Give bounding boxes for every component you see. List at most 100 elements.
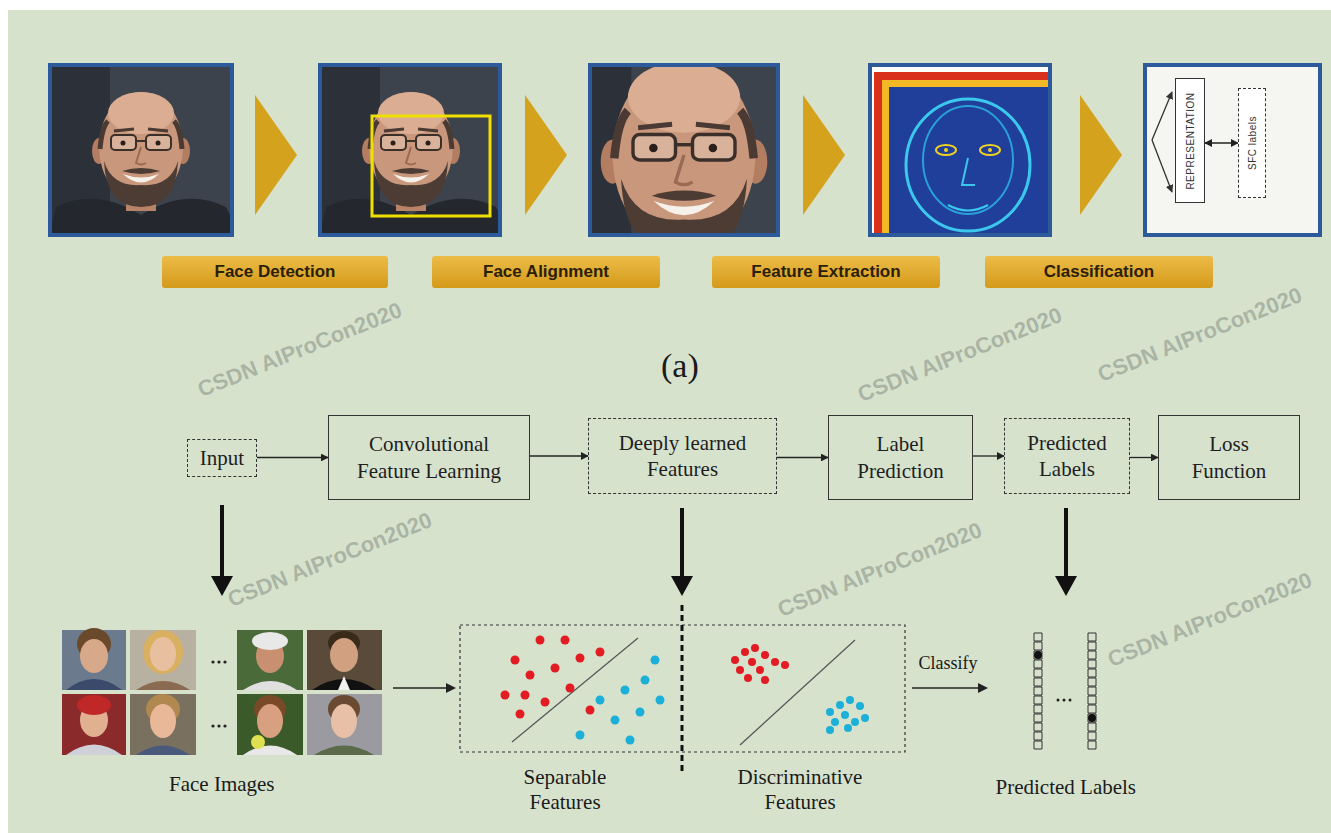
red-feature-dots xyxy=(596,648,605,657)
caption: Separable Features xyxy=(505,765,625,815)
face-thumbnails xyxy=(150,637,176,671)
flow-arrow xyxy=(978,683,988,693)
face-thumbnails xyxy=(217,724,220,727)
face-thumbnails xyxy=(62,628,382,755)
red-feature-dots xyxy=(511,656,520,665)
face-thumbnails xyxy=(237,630,303,690)
stage-label: Face Detection xyxy=(162,256,388,288)
flow-arrow xyxy=(393,683,988,693)
face-thumbnails xyxy=(338,676,350,690)
node-text: Face Alignment xyxy=(483,262,609,282)
stage-label: Face Alignment xyxy=(432,256,660,288)
down-arrow xyxy=(671,576,693,596)
cyan-feature-dots xyxy=(856,702,864,710)
step-chevron xyxy=(255,95,1122,215)
red-feature-dots xyxy=(561,636,570,645)
face-thumbnails xyxy=(223,724,226,727)
face-thumbnails xyxy=(314,746,374,756)
figure-tag: (a) xyxy=(661,346,699,387)
photo-frame xyxy=(50,65,232,235)
face-thumbnails xyxy=(307,694,382,755)
down-arrow xyxy=(1055,576,1077,596)
cyan-feature-dots xyxy=(576,731,585,740)
cyan-feature-dots xyxy=(651,656,660,665)
label-vector xyxy=(1088,714,1096,722)
red-feature-dots xyxy=(551,664,560,673)
red-feature-dots xyxy=(566,684,575,693)
down-arrow xyxy=(220,505,224,578)
label-vector xyxy=(1069,699,1072,702)
feature-space-panel xyxy=(460,605,905,772)
cyan-feature-dots xyxy=(851,718,859,726)
feature-map xyxy=(948,205,988,211)
node-text: Loss Function xyxy=(1181,431,1277,484)
representation-panel xyxy=(1152,92,1172,140)
red-feature-dots xyxy=(756,666,764,674)
red-feature-dots xyxy=(751,644,759,652)
cyan-feature-dots xyxy=(596,696,605,705)
red-feature-dots xyxy=(781,661,789,669)
cyan-feature-dots xyxy=(846,696,854,704)
down-arrow xyxy=(680,508,684,578)
node-text: Label Prediction xyxy=(841,431,960,484)
label-vector xyxy=(1088,633,1096,749)
photo-frame xyxy=(870,65,1050,235)
face-thumbnails xyxy=(80,639,108,673)
data-box: Deeply learned Features xyxy=(588,418,777,494)
photo-frame xyxy=(320,65,500,235)
cyan-feature-dots xyxy=(831,718,839,726)
process-box: Loss Function xyxy=(1158,415,1300,500)
face-thumbnails xyxy=(237,694,303,755)
face-thumbnails xyxy=(243,681,297,690)
red-feature-dots xyxy=(748,658,756,666)
flow-connector xyxy=(1130,457,1158,458)
face-thumbnails xyxy=(62,630,126,690)
face-photo xyxy=(50,65,232,235)
node-text: REPRESENTATION xyxy=(1185,92,1196,189)
face-thumbnails xyxy=(330,638,358,672)
node-text: Classification xyxy=(1044,262,1155,282)
node-text: Deeply learned Features xyxy=(601,430,764,483)
face-photo-detected xyxy=(320,65,500,235)
face-photo xyxy=(50,65,232,235)
arrow-label: Classify xyxy=(919,653,978,675)
node-text: Input xyxy=(200,445,244,471)
red-feature-dots xyxy=(761,676,769,684)
red-feature-dots xyxy=(501,636,790,719)
red-feature-dots xyxy=(576,654,585,663)
cyan-feature-dots xyxy=(826,708,834,716)
step-chevron xyxy=(1080,95,1122,215)
flow-arrow xyxy=(446,683,456,693)
flow-connector xyxy=(530,455,588,456)
step-chevron xyxy=(803,95,845,215)
face-thumbnails xyxy=(62,694,126,755)
cyan-feature-dots xyxy=(841,711,849,719)
feature-space-panel xyxy=(681,605,684,772)
node-text: Convolutional Feature Learning xyxy=(341,431,517,484)
red-feature-dots xyxy=(526,671,535,680)
process-box: Label Prediction xyxy=(828,415,973,500)
face-thumbnails xyxy=(211,660,214,663)
face-thumbnails xyxy=(143,630,183,674)
face-thumbnails xyxy=(251,735,265,749)
cyan-feature-dots xyxy=(611,716,620,725)
red-feature-dots xyxy=(536,636,545,645)
red-feature-dots xyxy=(731,656,739,664)
feature-space-panel xyxy=(512,638,638,742)
feature-map xyxy=(870,65,1050,235)
flow-connector xyxy=(777,457,828,458)
caption: Discriminative Features xyxy=(725,765,875,815)
face-thumbnails xyxy=(130,630,196,690)
cyan-feature-dots xyxy=(641,676,650,685)
feature-map xyxy=(889,87,1050,235)
red-feature-dots xyxy=(744,674,752,682)
representation-panel xyxy=(1145,65,1320,235)
label-vector xyxy=(1034,633,1096,749)
face-thumbnails xyxy=(331,704,357,738)
label-set-box: SFC labels xyxy=(1238,88,1266,198)
flow-connector xyxy=(1205,142,1238,143)
cyan-feature-dots xyxy=(836,701,844,709)
face-thumbnails xyxy=(77,695,111,715)
